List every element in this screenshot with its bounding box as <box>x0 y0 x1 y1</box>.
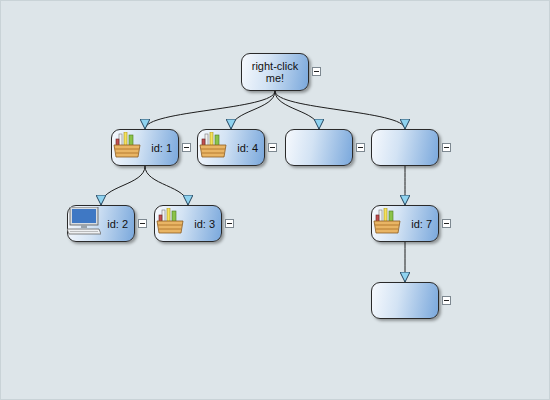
tree-connector <box>231 91 275 129</box>
tree-connector <box>405 242 406 282</box>
tree-node-box: id: 3 <box>154 205 222 242</box>
collapse-button <box>269 144 277 152</box>
basket-icon <box>200 132 226 157</box>
tree-node-box: id: 7 <box>371 205 439 242</box>
node-label: id: 4 <box>237 142 258 154</box>
tree-connector <box>145 166 188 205</box>
tree-connector <box>275 91 405 129</box>
node-label: id: 2 <box>107 218 128 230</box>
tree-node-box <box>371 282 439 319</box>
tree-connector <box>405 166 406 205</box>
collapse-button <box>357 144 365 152</box>
collapse-button <box>313 68 321 76</box>
collapse-button <box>139 220 147 228</box>
tree-connector <box>145 91 275 129</box>
collapse-button <box>443 297 451 305</box>
node-label: id: 3 <box>194 218 215 230</box>
tree-node-box: id: 2 <box>67 205 135 242</box>
node-label: id: 1 <box>151 142 172 154</box>
tree-node-box: id: 4 <box>197 129 265 166</box>
basket-icon <box>114 132 140 157</box>
computer-icon <box>67 207 101 234</box>
basket-icon <box>157 208 183 233</box>
tree-node-box <box>285 129 353 166</box>
collapse-button <box>183 144 191 152</box>
basket-icon <box>374 208 400 233</box>
tree-node-box <box>371 129 439 166</box>
collapse-button <box>226 220 234 228</box>
tree-node-box: id: 1 <box>111 129 179 166</box>
collapse-button <box>443 220 451 228</box>
node-label: right-click me! <box>242 60 308 84</box>
tree-connector <box>275 91 319 129</box>
tree-node-box: right-click me! <box>241 53 309 91</box>
collapse-button <box>443 144 451 152</box>
tree-connector <box>101 166 145 205</box>
node-label: id: 7 <box>411 218 432 230</box>
